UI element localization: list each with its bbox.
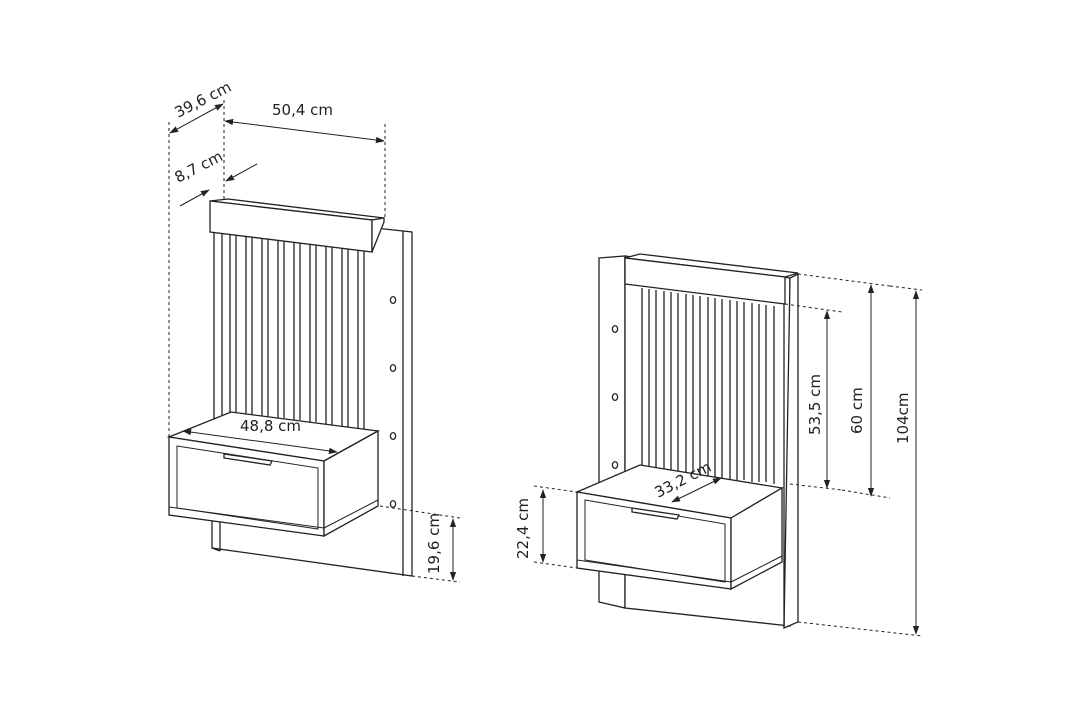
left-table-width-label: 48,8 cm bbox=[240, 417, 301, 435]
right-top-shelf bbox=[624, 253, 799, 305]
right-drawer-height-dimension: 22,4 cm bbox=[514, 485, 578, 569]
left-shelf-depth-dimension: 8,7 cm bbox=[172, 147, 258, 207]
right-total-height-dimension: 104cm bbox=[797, 285, 923, 637]
right-total-height-label: 104cm bbox=[894, 393, 912, 445]
right-drawer-height-label: 22,4 cm bbox=[514, 498, 532, 559]
left-floor-gap-label: 19,6 cm bbox=[425, 513, 443, 574]
left-mounting-holes bbox=[389, 295, 397, 509]
left-table-width-dimension: 48,8 cm bbox=[182, 417, 338, 455]
right-slat-height-label: 53,5 cm bbox=[806, 374, 824, 435]
right-slat-height-dimension: 53,5 cm bbox=[784, 303, 843, 491]
left-nightstand-drawing: 39,6 cm 50,4 cm 8,7 cm 48,8 cm 19,6 cm bbox=[166, 78, 461, 583]
right-drawer-cabinet bbox=[574, 464, 784, 591]
right-slat-panel bbox=[641, 288, 775, 484]
right-upper-height-label: 60 cm bbox=[848, 387, 866, 434]
left-width-label: 50,4 cm bbox=[272, 101, 333, 119]
left-floor-gap-dimension: 19,6 cm bbox=[379, 505, 461, 583]
right-mounting-holes bbox=[611, 324, 619, 470]
right-nightstand-drawing: 33,2 cm 22,4 cm 53,5 cm 60 cm bbox=[514, 253, 923, 637]
left-width-dimension: 50,4 cm bbox=[224, 101, 386, 218]
right-upper-height-dimension: 60 cm bbox=[797, 273, 891, 499]
left-shelf-depth-label: 8,7 cm bbox=[172, 147, 226, 186]
left-slat-panel bbox=[212, 230, 372, 432]
left-top-shelf bbox=[209, 198, 385, 253]
